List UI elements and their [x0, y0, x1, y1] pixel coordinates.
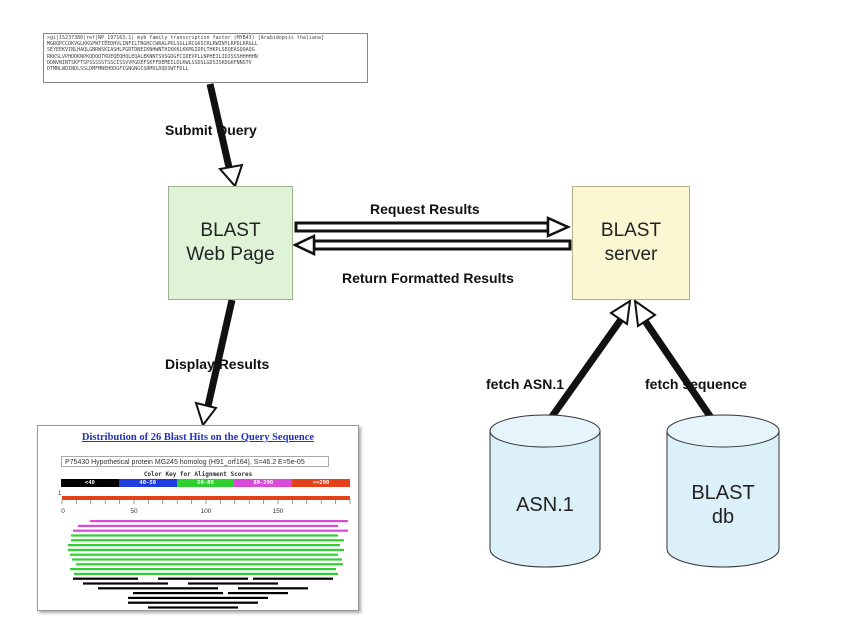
hit-bar — [158, 577, 248, 580]
blast-server-node: BLAST server — [572, 186, 690, 300]
request-results-arrow — [294, 221, 550, 233]
node-label: BLAST — [200, 220, 261, 241]
hit-bar — [68, 544, 340, 547]
hit-bar — [78, 524, 338, 527]
query-line: MGRQPCCDKVGLKKGPWTIEEDHVLINFILTNGHCCWRAL… — [47, 41, 258, 48]
submit-query-arrow — [206, 83, 235, 177]
node-label: ASN.1 — [516, 494, 574, 516]
display-results-arrowhead — [194, 401, 218, 428]
color-key: <40 40-50 50-80 80-200 >=200 — [61, 479, 350, 487]
hit-bar — [253, 577, 333, 580]
axis-tick-label: 100 — [200, 508, 212, 515]
hits-graphic — [61, 496, 351, 609]
node-label: server — [604, 244, 658, 265]
hit-bar — [228, 592, 288, 595]
hit-bar — [73, 529, 348, 532]
display-results-arrow — [204, 299, 236, 407]
fetch-asn-arrowhead — [609, 299, 632, 326]
hit-bar — [133, 592, 223, 595]
query-ruler — [62, 496, 350, 500]
axis-tick-label: 150 — [272, 508, 284, 515]
hit-bar — [98, 587, 218, 590]
hit-bar — [76, 563, 343, 566]
hit-bar — [70, 553, 338, 556]
axis-start-label: 1 — [58, 491, 62, 497]
query-line: >gi|15237380|ref|NP_197163.1| myb family… — [47, 35, 324, 41]
query-line: SEYEEKVINLHAQLGNRWSKIASHLPGRTDNEIKNHWNTH… — [47, 47, 255, 54]
hit-summary-box: P75430 Hypothetical protein MG245 homolo… — [61, 456, 329, 467]
node-label: Web Page — [186, 244, 275, 265]
blast-database-cylinder — [666, 414, 780, 568]
fetch-sequence-label: fetch sequence — [645, 376, 747, 392]
hit-bar — [73, 577, 138, 580]
color-key-cell: >=200 — [292, 479, 350, 487]
return-results-arrow — [312, 239, 572, 251]
color-key-cell: <40 — [61, 479, 119, 487]
fetch-asn-arrow — [543, 315, 625, 428]
fetch-sequence-arrow — [640, 316, 719, 427]
request-results-label: Request Results — [370, 201, 480, 217]
hit-bar — [71, 534, 338, 537]
fetch-sequence-arrowhead — [633, 298, 657, 328]
results-panel: Distribution of 26 Blast Hits on the Que… — [37, 425, 359, 611]
color-key-cell: 40-50 — [118, 479, 177, 487]
color-key-cell: 80-200 — [234, 479, 293, 487]
color-key-title: Color Key for Alignment Scores — [143, 471, 253, 478]
hit-bar — [74, 572, 338, 575]
hit-bar — [70, 568, 336, 571]
node-label: db — [711, 506, 735, 528]
axis-tick-label: 0 — [61, 508, 65, 515]
hit-bar — [68, 548, 344, 551]
asn-database-label: ASN.1 — [490, 470, 600, 540]
hit-bar — [71, 539, 344, 542]
color-key-cell: 50-80 — [176, 479, 235, 487]
return-results-label: Return Formatted Results — [342, 270, 514, 286]
query-line: RKKSLVPHDDKNPKQDQQTKDEQEQHQLEQALEKNNTSVS… — [47, 53, 258, 60]
query-sequence-box: >gi|15237380|ref|NP_197163.1| myb family… — [43, 33, 368, 83]
query-line: DTMNLWDINDLSSLDMFMNEHDDGFIGNGNGCSRMVLDQD… — [47, 66, 189, 73]
return-results-arrowhead — [292, 234, 316, 256]
request-results-arrowhead — [546, 216, 572, 238]
blast-database-label: BLAST db — [667, 470, 779, 540]
display-results-label: Display Results — [165, 356, 270, 372]
hit-bar — [128, 596, 268, 599]
hit-bar — [188, 582, 278, 585]
submit-query-label: Submit Query — [165, 122, 257, 138]
hit-bar — [90, 520, 348, 523]
hit-bar — [148, 606, 238, 609]
asn-database-cylinder — [489, 414, 601, 568]
hit-bar — [128, 601, 258, 604]
blast-web-page-node: BLAST Web Page — [168, 186, 293, 300]
query-line: DDNVNINTSKFTSPSSSSSTSSCISSVVPGDEFSKFFDEM… — [47, 59, 252, 66]
fetch-asn-label: fetch ASN.1 — [486, 376, 565, 392]
axis-tick-label: 50 — [130, 508, 138, 515]
node-label: BLAST — [691, 482, 755, 504]
hit-bar — [83, 582, 168, 585]
results-title[interactable]: Distribution of 26 Blast Hits on the Que… — [81, 432, 315, 443]
hit-bar — [238, 587, 308, 590]
node-label: BLAST — [600, 220, 662, 241]
submit-query-arrowhead — [218, 163, 244, 188]
hit-bar — [72, 558, 342, 561]
